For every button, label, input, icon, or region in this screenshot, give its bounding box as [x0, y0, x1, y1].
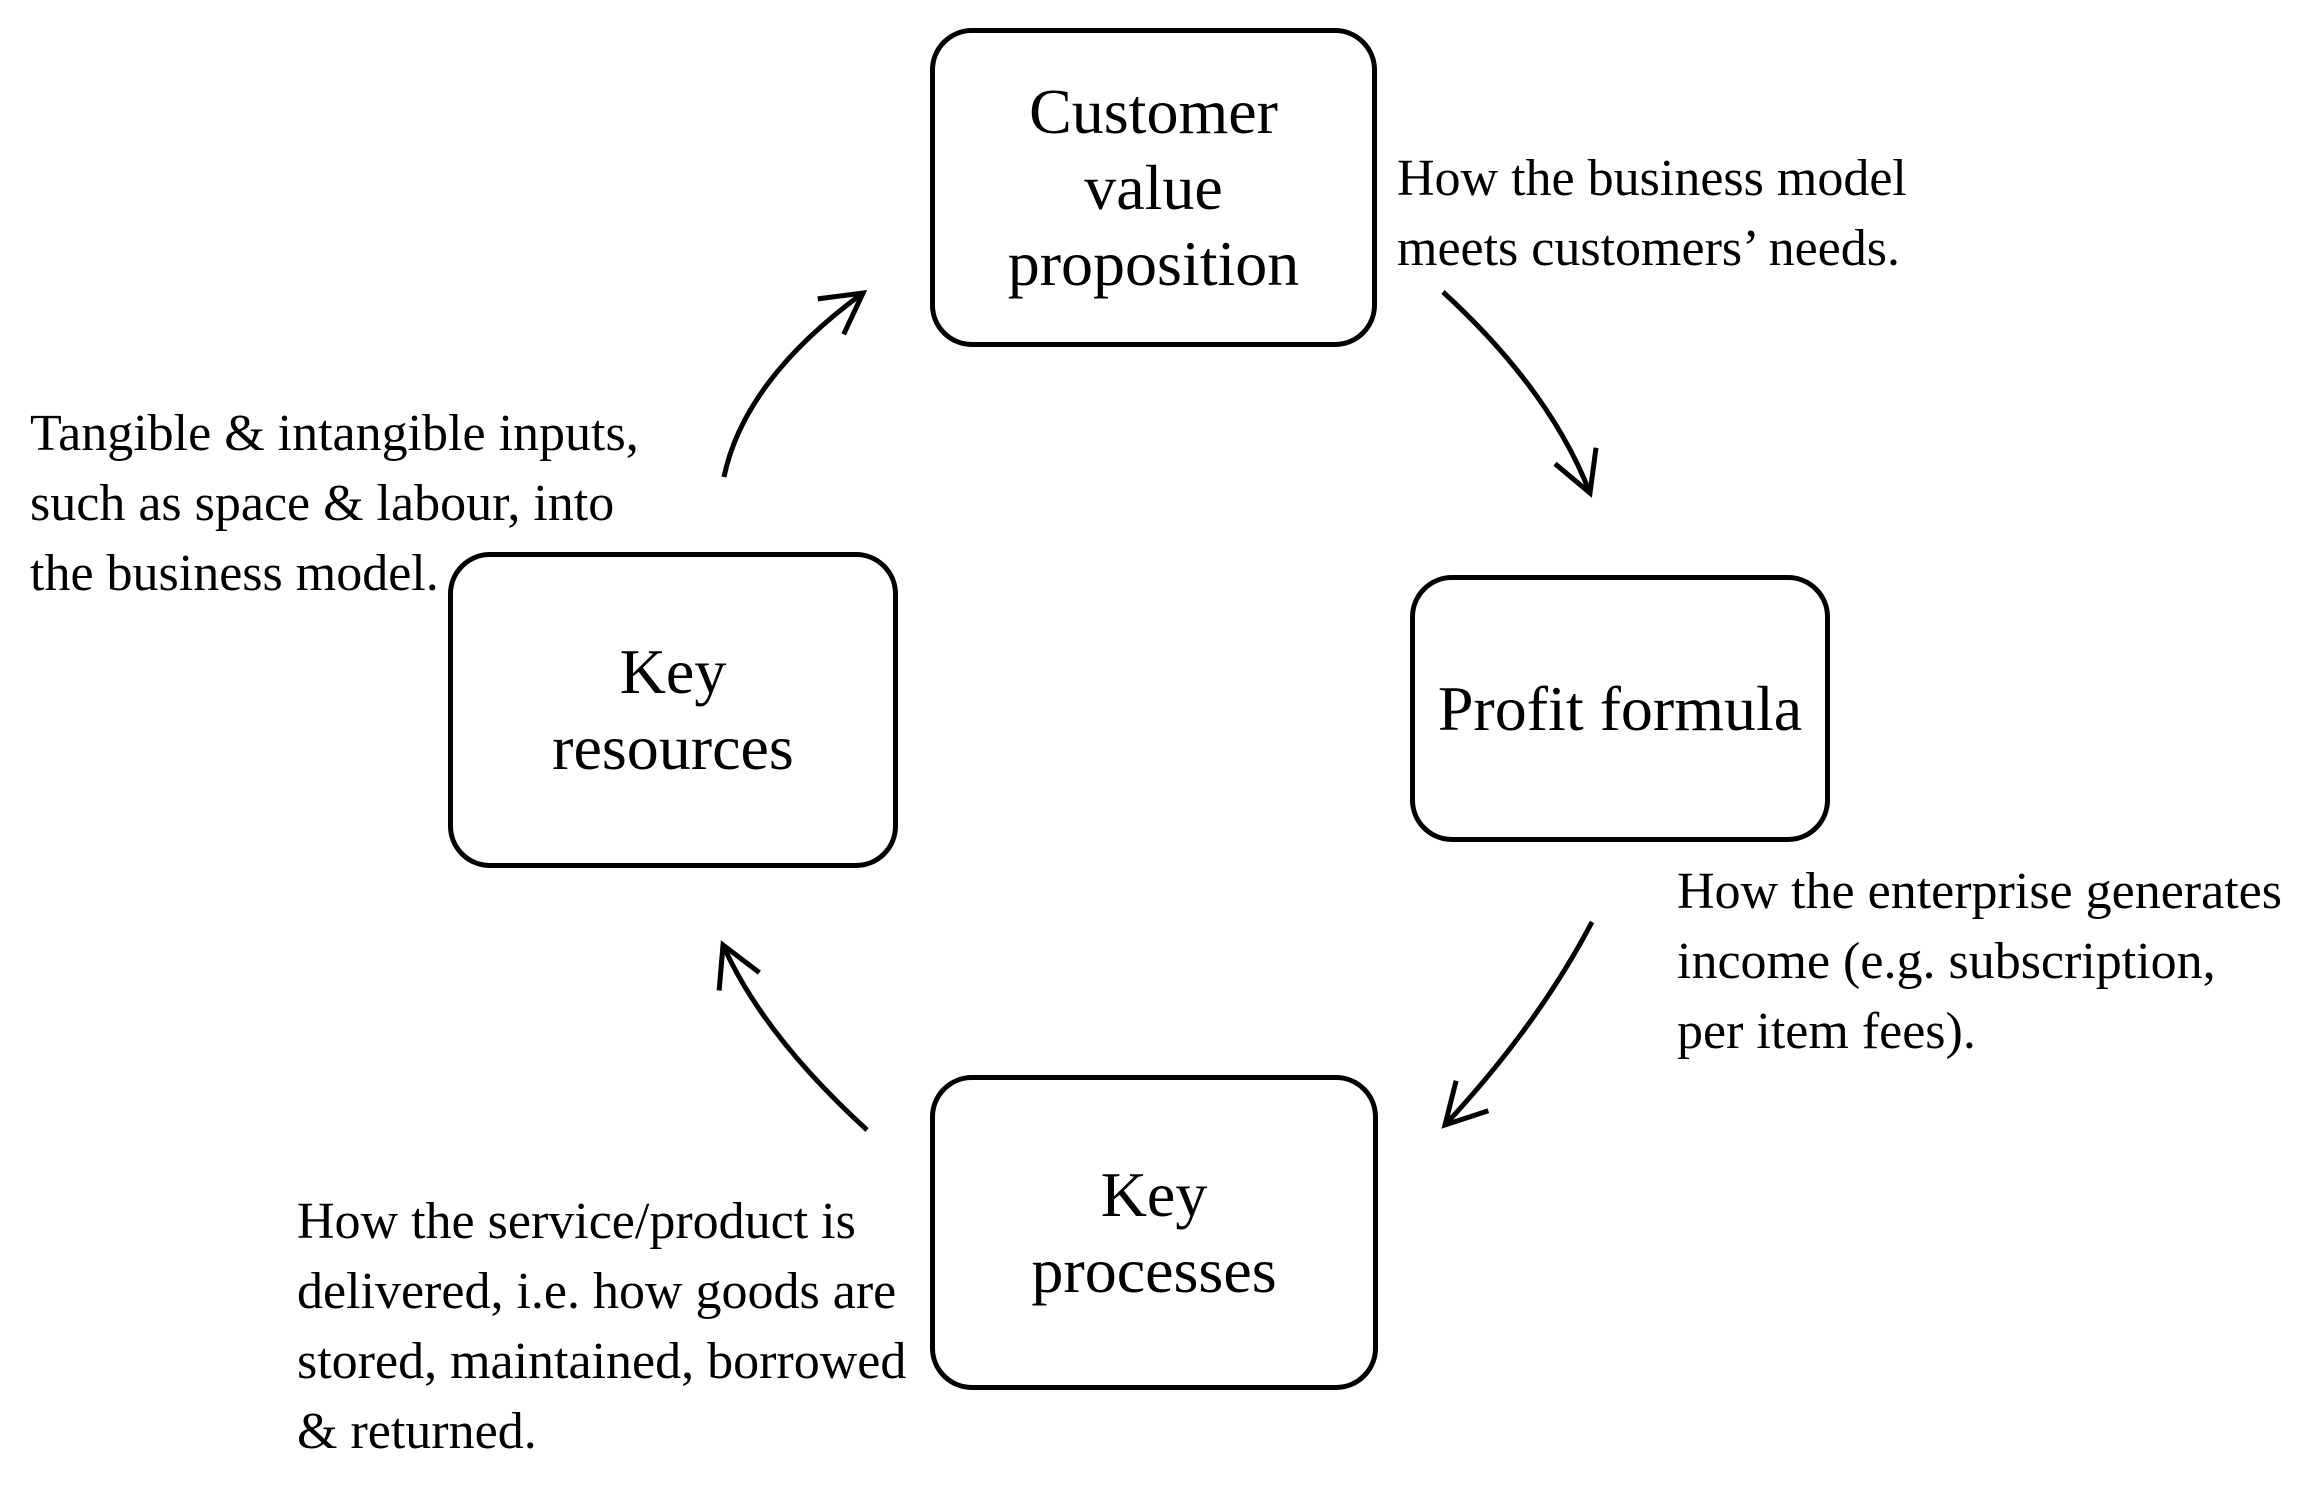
arrow-processes-to-resources-icon [716, 940, 869, 1132]
node-customer-value-proposition: Customer value proposition [930, 28, 1377, 347]
annotation-tangible-inputs: Tangible & intangible inputs, such as sp… [30, 405, 639, 602]
node-customer-value-proposition-label: Customer value proposition [1007, 75, 1300, 299]
node-profit-formula: Profit formula [1410, 575, 1830, 842]
arrow-cvp-to-profit-icon [1441, 290, 1599, 498]
node-key-processes-label: Key processes [1031, 1158, 1277, 1306]
arrow-resources-to-cvp-icon [721, 289, 868, 478]
arrow-profit-to-processes-icon [1441, 920, 1595, 1129]
annotation-income-generation: How the enterprise generates income (e.g… [1677, 863, 2282, 1060]
annotation-service-delivery: How the service/product is delivered, i.… [297, 1193, 907, 1460]
node-key-resources: Key resources [448, 552, 898, 868]
node-key-processes: Key processes [930, 1075, 1378, 1390]
annotation-customer-needs: How the business model meets customers’ … [1397, 150, 1907, 277]
node-profit-formula-label: Profit formula [1437, 672, 1803, 744]
node-key-resources-label: Key resources [552, 636, 794, 783]
